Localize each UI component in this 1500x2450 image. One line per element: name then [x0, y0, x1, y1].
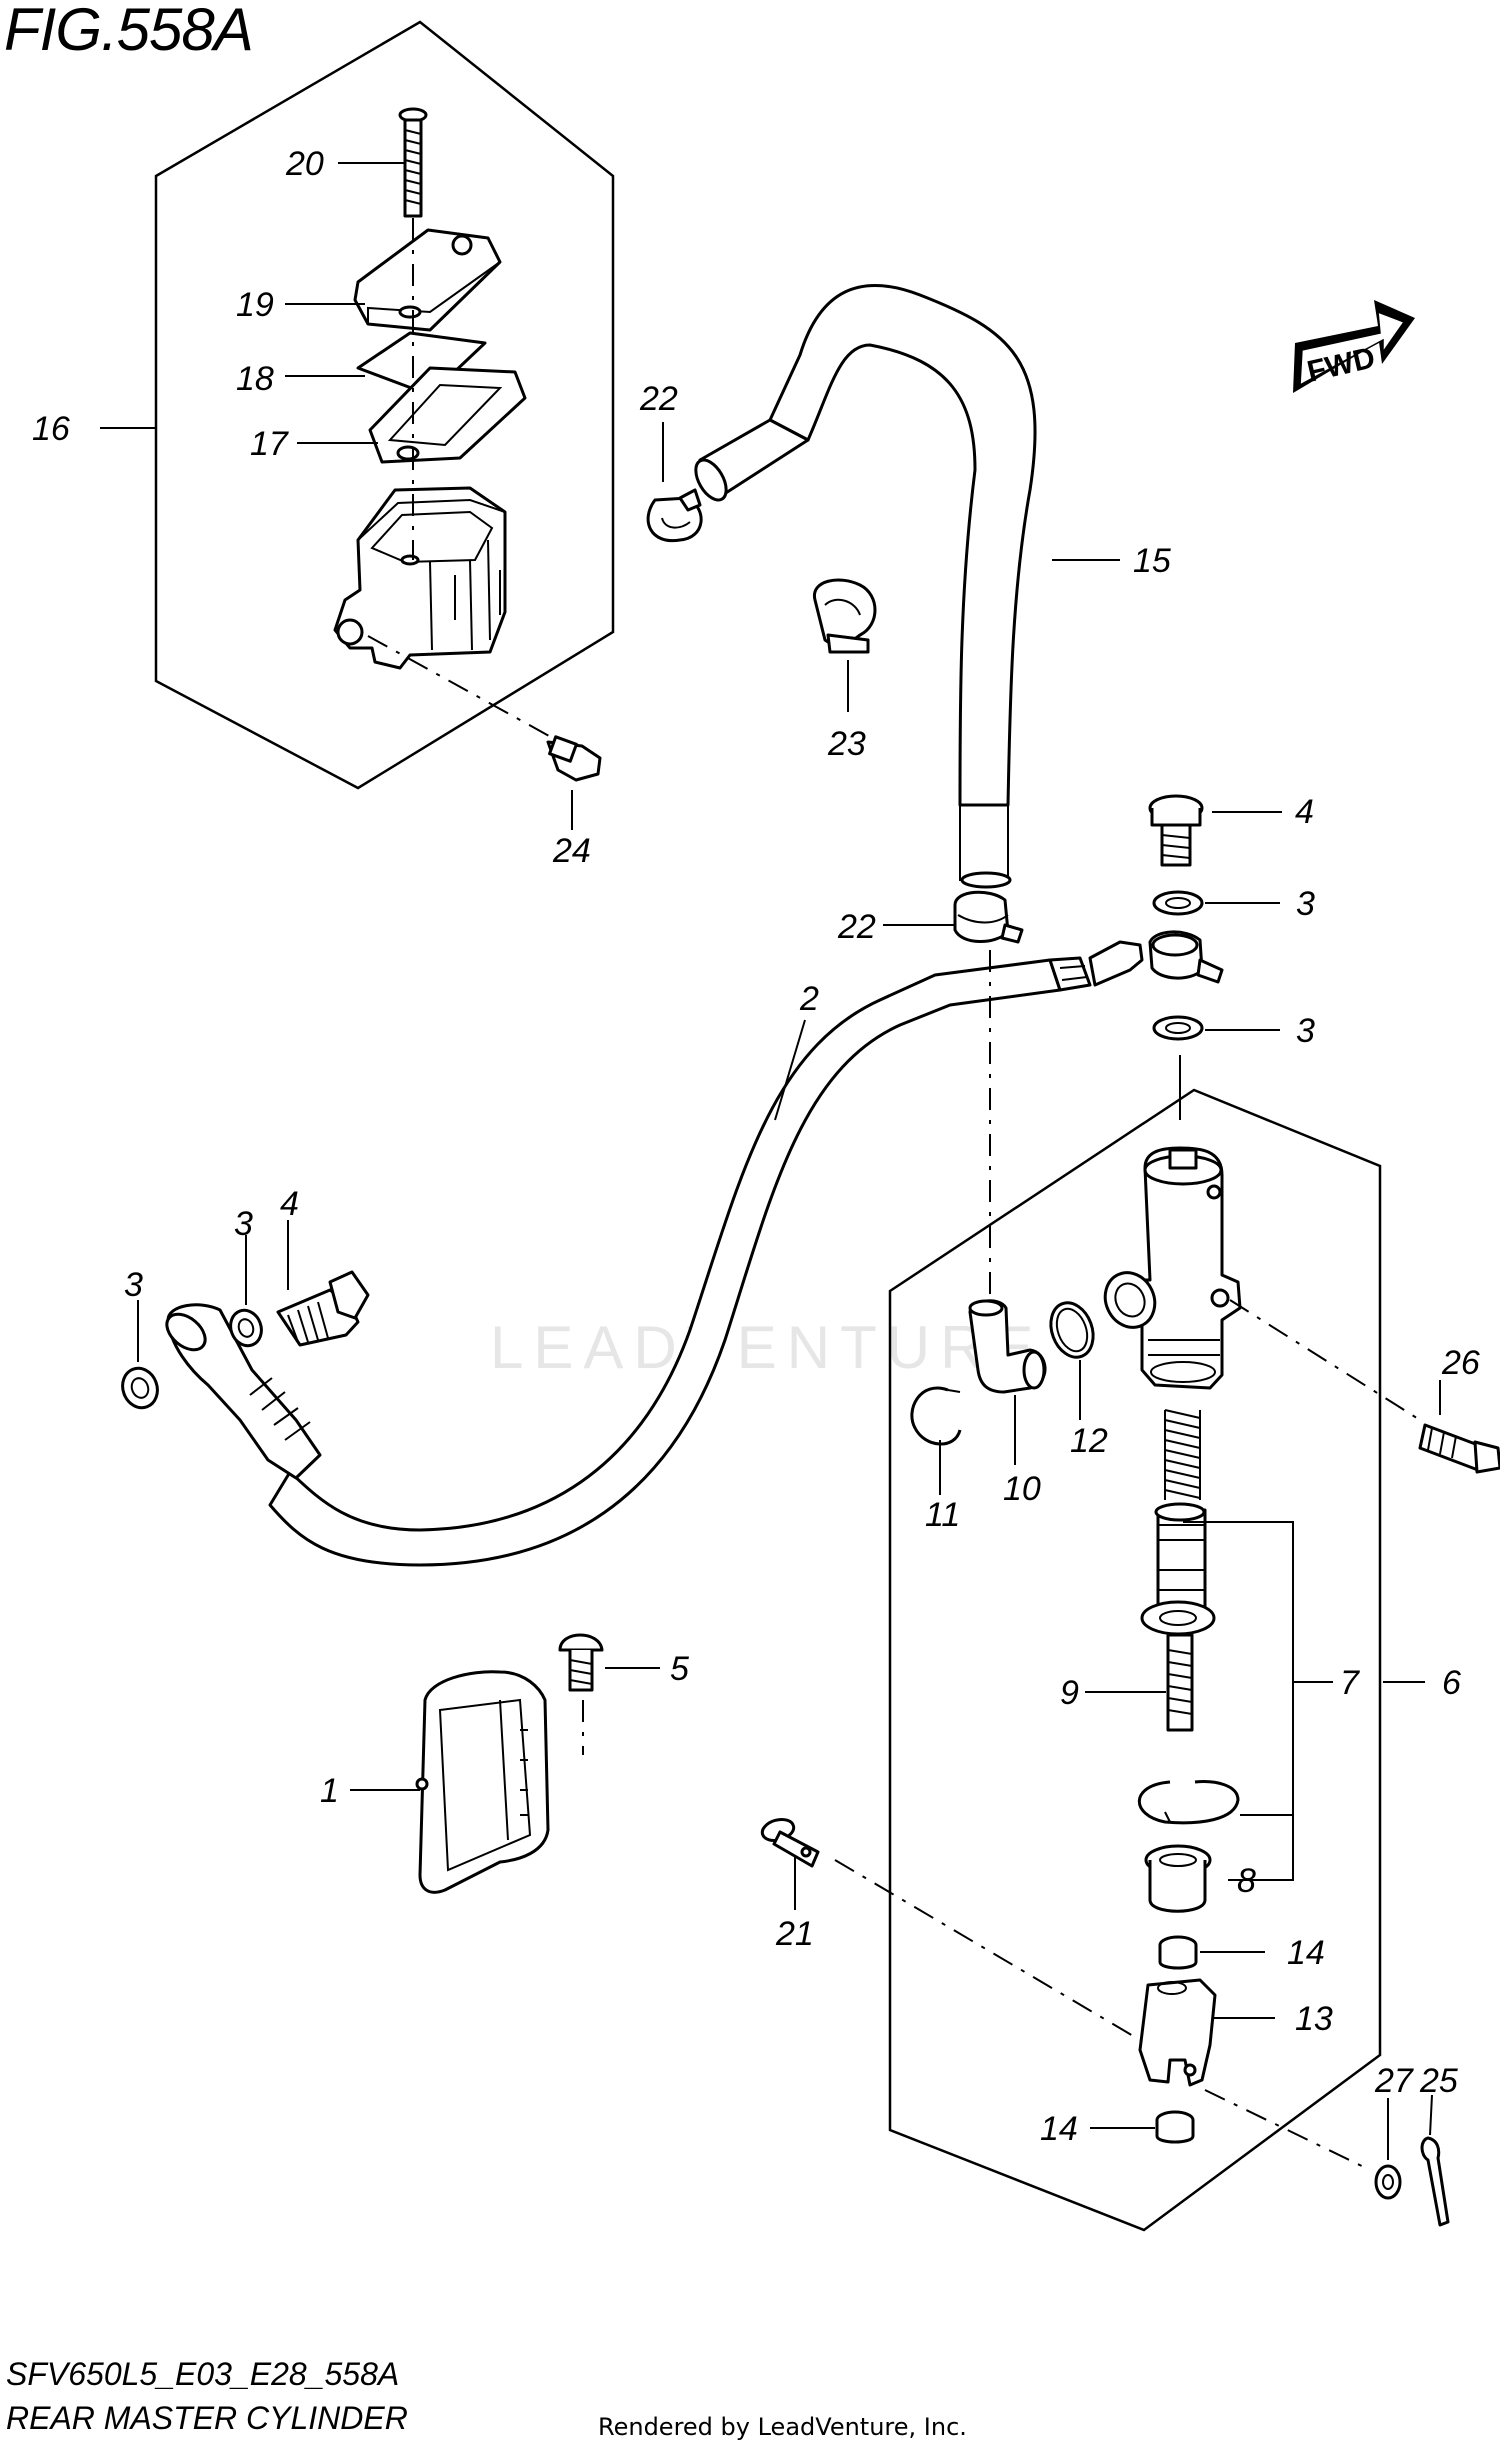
callout-7: 7: [1340, 1664, 1360, 1702]
callout-6: 6: [1442, 1664, 1461, 1702]
callout-3-upper: 3: [1296, 885, 1315, 923]
bolt-24-icon: [546, 735, 602, 782]
clamp-23-icon: [813, 578, 877, 654]
callout-1: 1: [320, 1772, 339, 1810]
banjo-bolt-4-left-icon: [276, 1270, 370, 1347]
reservoir-cap-19-icon: [353, 228, 502, 332]
clamp-22-lower-icon: [953, 890, 1024, 944]
o-ring-12-icon: [1049, 1301, 1095, 1359]
nut-14-upper-icon: [1158, 1935, 1198, 1970]
callout-10: 10: [1003, 1470, 1041, 1508]
drawing-code: SFV650L5_E03_E28_558A: [6, 2356, 400, 2392]
screw-5-icon: [558, 1633, 604, 1692]
callout-20: 20: [285, 145, 324, 183]
axis-line-bolt-24: [367, 635, 561, 743]
pin-21-icon: [760, 1817, 820, 1868]
figure-title: FIG.558A: [4, 0, 254, 63]
callout-3-left-upper: 3: [234, 1205, 253, 1243]
master-cylinder-assembly-frame: [888, 1088, 1382, 2232]
callout-22-lower: 22: [837, 908, 876, 946]
washer-3-upper-icon: [1152, 890, 1204, 916]
callout-14-lower: 14: [1040, 2110, 1078, 2148]
callout-3-left-lower: 3: [124, 1266, 143, 1304]
callout-3-middle: 3: [1296, 1012, 1315, 1050]
callout-17: 17: [250, 425, 289, 463]
rendered-by-credit: Rendered by LeadVenture, Inc.: [598, 2413, 967, 2441]
reservoir-assembly-frame: [154, 20, 615, 790]
push-rod-9-icon: [1140, 1600, 1216, 1732]
clamp-22-upper-icon: [646, 488, 703, 543]
callout-11: 11: [925, 1496, 960, 1534]
callout-9: 9: [1060, 1674, 1079, 1712]
axis-line-washer-27: [1204, 2089, 1371, 2171]
callout-19: 19: [236, 286, 274, 324]
washer-3-middle-icon: [1152, 1015, 1204, 1041]
axis-line-bolt-26: [1229, 1299, 1421, 1421]
washer-27-icon: [1374, 2164, 1402, 2200]
piston-icon: [1154, 1502, 1207, 1622]
hose-fitting-10-icon: [968, 1299, 1047, 1394]
callout-24: 24: [552, 832, 591, 870]
cover-1-icon: [415, 1670, 550, 1894]
circlip-11-icon: [910, 1386, 962, 1446]
assembly-name: REAR MASTER CYLINDER: [6, 2400, 408, 2436]
banjo-fitting-left-icon: [165, 1303, 322, 1480]
callout-4-upper: 4: [1295, 793, 1314, 831]
washer-3-left-lower-icon: [121, 1366, 159, 1410]
callout-15: 15: [1133, 542, 1171, 580]
clevis-13-icon: [1138, 1978, 1217, 2087]
screw-20-icon: [398, 107, 428, 218]
callout-16: 16: [32, 410, 70, 448]
washer-3-left-upper-icon: [229, 1308, 263, 1348]
callout-4-left: 4: [280, 1185, 299, 1223]
axis-line-pin-21: [834, 1859, 1141, 2041]
spring-icon: [1164, 1409, 1201, 1500]
plate-18-icon: [356, 331, 487, 397]
circlip-lower-icon: [1137, 1780, 1240, 1825]
callout-23: 23: [827, 725, 866, 763]
brake-hose-2-icon: [268, 930, 1224, 1567]
callout-18: 18: [236, 360, 274, 398]
hose-end-22-icon: [694, 418, 810, 502]
callout-13: 13: [1295, 2000, 1333, 2038]
watermark: LEADVENTURE: [490, 1314, 1043, 1381]
banjo-bolt-4-upper-icon: [1148, 794, 1204, 867]
callout-22-upper: 22: [639, 380, 678, 418]
cotter-pin-25-icon: [1420, 2136, 1450, 2227]
master-cylinder-body-icon: [1103, 1146, 1242, 1390]
callout-25: 25: [1419, 2062, 1458, 2100]
reservoir-body-icon: [333, 486, 507, 670]
callout-26: 26: [1441, 1344, 1480, 1382]
callout-12: 12: [1070, 1422, 1108, 1460]
nut-14-lower-icon: [1155, 2110, 1195, 2144]
callout-2: 2: [799, 980, 819, 1018]
leader-lines: [100, 162, 1441, 2160]
callout-5: 5: [670, 1650, 689, 1688]
callout-8: 8: [1237, 1862, 1256, 1900]
fwd-arrow-icon: FWD: [1293, 300, 1415, 393]
bolt-26-icon: [1418, 1423, 1500, 1474]
boot-8-icon: [1144, 1844, 1212, 1913]
callout-14-upper: 14: [1287, 1934, 1325, 1972]
callout-27: 27: [1374, 2062, 1414, 2100]
reservoir-hose-15-icon: [768, 283, 1037, 889]
callout-21: 21: [775, 1915, 814, 1953]
